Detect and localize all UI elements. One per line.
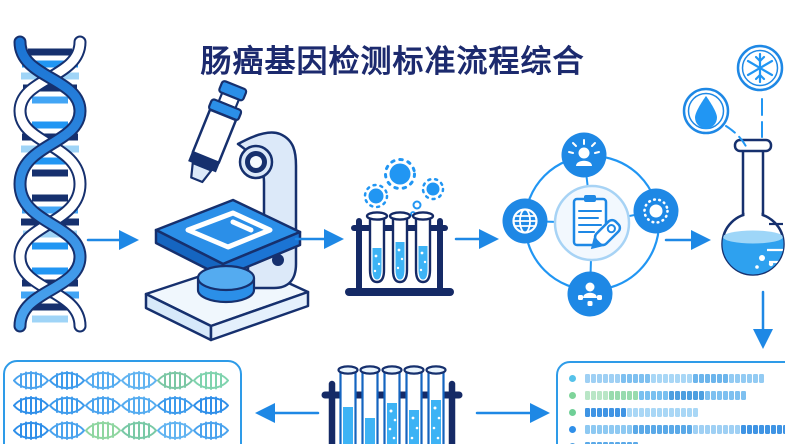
test-tube-icon	[381, 365, 403, 444]
round-flask-icon	[721, 138, 785, 276]
read-segments	[585, 391, 746, 400]
data-bar-row	[569, 374, 785, 383]
analysis-network	[502, 132, 679, 317]
row-bullet-dot	[569, 392, 576, 399]
team-icon	[567, 271, 613, 317]
test-tube-icon	[403, 365, 425, 444]
row-bullet-dot	[569, 375, 576, 382]
test-tube-icon	[425, 365, 447, 444]
badge-connector-line	[725, 125, 749, 152]
idea-icon	[561, 132, 607, 178]
dna-sequence-row	[13, 371, 229, 390]
data-bars-panel	[556, 361, 785, 444]
test-tube-rack-top	[345, 158, 454, 296]
sequencing-reads-panel	[3, 360, 242, 444]
test-tube-rack-bottom	[321, 365, 463, 444]
dna-sequence-row	[13, 421, 229, 440]
page-title: 肠癌基因检测标准流程综合	[200, 44, 585, 79]
row-bullet-dot	[569, 409, 576, 416]
focus-knob-icon	[272, 254, 284, 266]
test-tube-icon	[388, 211, 412, 284]
clipboard-pen-icon	[553, 184, 631, 262]
bubble-icon	[412, 200, 422, 210]
read-segments	[585, 374, 764, 383]
eyepiece-tube-icon	[188, 80, 248, 184]
droplet-icon	[682, 87, 730, 135]
data-bar-row	[569, 425, 785, 434]
lens-turret-icon	[238, 144, 274, 180]
test-tube-icon	[359, 365, 381, 444]
globe-icon	[502, 198, 548, 244]
stage-icon	[154, 198, 302, 279]
virus-icon	[421, 177, 445, 201]
virus-icon	[384, 158, 416, 190]
virus-icon	[363, 183, 389, 209]
cell-icon	[633, 188, 679, 234]
illuminator-icon	[196, 264, 256, 304]
microscope-icon	[144, 80, 310, 342]
data-bar-row	[569, 408, 785, 417]
test-tube-icon	[365, 211, 389, 284]
dna-helix-icon	[13, 35, 87, 333]
dna-sequence-row	[13, 396, 229, 415]
read-segments	[585, 442, 638, 444]
row-bullet-dot	[569, 426, 576, 433]
test-tube-icon	[337, 365, 359, 444]
read-segments	[585, 425, 785, 434]
read-segments	[585, 408, 698, 417]
data-bar-row	[569, 391, 785, 400]
test-tube-icon	[411, 211, 435, 284]
data-bar-row	[569, 442, 785, 444]
snowflake-icon	[736, 44, 784, 92]
